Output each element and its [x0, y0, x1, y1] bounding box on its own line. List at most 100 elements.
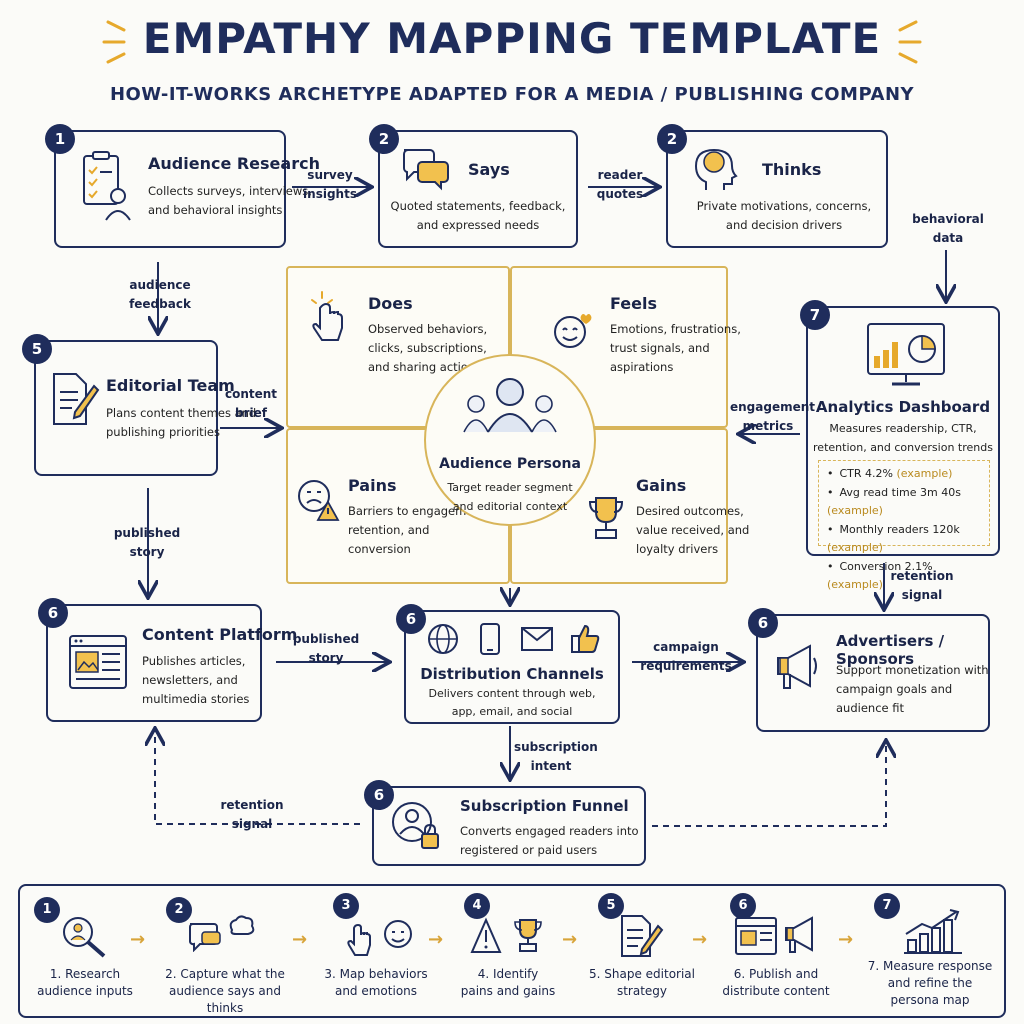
analytics-dashboard-desc-1: Measures readership, CTR, — [829, 422, 977, 435]
step-badge: 2 — [166, 897, 192, 923]
metric-item: CTR 4.2% (example) — [827, 465, 989, 484]
step-badge: 6 — [364, 780, 394, 810]
step-badge: 1 — [45, 124, 75, 154]
advertisers-box[interactable] — [756, 614, 990, 732]
monitor-chart-icon — [867, 323, 945, 386]
metric-item: Monthly readers 120k (example) — [827, 521, 989, 558]
gains-title: Gains — [636, 476, 687, 495]
warning-trophy-icon — [470, 917, 542, 953]
speech-bubbles-icon — [403, 149, 449, 191]
arrow-right-icon: → — [838, 929, 854, 950]
feels-title: Feels — [610, 294, 657, 313]
megaphone-icon — [777, 644, 817, 689]
distribution-channels-desc-2: app, email, and social — [451, 705, 573, 718]
step-badge: 4 — [464, 893, 490, 919]
content-platform-box[interactable] — [46, 604, 262, 722]
subscription-funnel-box[interactable] — [372, 786, 646, 866]
email-icon — [521, 627, 553, 651]
subscription-funnel-desc-2: registered or paid users — [460, 843, 598, 857]
does-desc-1: Observed behaviors, — [368, 322, 488, 336]
metric-item: Conversion 2.1% (example) — [827, 558, 989, 595]
thinks-desc-1: Private motivations, concerns, — [696, 199, 872, 213]
audience-research-title: Audience Research — [148, 154, 320, 173]
editorial-team-title: Editorial Team — [106, 376, 235, 395]
step-badge: 1 — [34, 897, 60, 923]
persona-title: Audience Persona — [439, 456, 581, 472]
smile-heart-icon — [554, 314, 592, 348]
step-badge: 5 — [22, 334, 52, 364]
advertisers-desc-1: Support monetization with — [836, 663, 989, 677]
page-subtitle: HOW-IT-WORKS ARCHETYPE ADAPTED FOR A MED… — [109, 84, 915, 105]
audience-research-box[interactable] — [54, 130, 286, 248]
trophy-icon — [588, 497, 624, 539]
content-platform-title: Content Platform — [142, 625, 298, 644]
says-title: Says — [468, 160, 510, 179]
pains-title: Pains — [348, 476, 397, 495]
browser-megaphone-icon — [735, 916, 813, 955]
step-badge: 6 — [730, 893, 756, 919]
thinking-head-icon — [694, 148, 738, 190]
step-badge: 2 — [369, 124, 399, 154]
browser-window-icon — [69, 635, 127, 689]
speech-thought-bubbles-icon — [189, 915, 255, 952]
thinks-box[interactable] — [666, 130, 888, 248]
feels-desc-2: trust signals, and — [610, 341, 710, 355]
subscription-funnel-title: Subscription Funnel — [460, 797, 629, 815]
gains-desc-3: loyalty drivers — [636, 542, 719, 556]
metrics-list: CTR 4.2% (example) Avg read time 3m 40s … — [818, 460, 990, 591]
distribution-channels-title: Distribution Channels — [420, 665, 604, 683]
gains-desc-1: Desired outcomes, — [636, 504, 744, 518]
says-desc-1: Quoted statements, feedback, — [390, 199, 566, 213]
magnifier-people-icon — [63, 917, 106, 958]
persona-desc-1: Target reader segment — [447, 481, 573, 494]
content-platform-desc-1: Publishes articles, — [142, 654, 246, 668]
metric-item: Avg read time 3m 40s (example) — [827, 484, 989, 521]
analytics-dashboard-desc-2: retention, and conversion trends — [813, 441, 993, 454]
sparkle-icon — [102, 20, 922, 64]
step-badge: 3 — [333, 893, 359, 919]
editorial-team-desc-1: Plans content themes and — [106, 406, 257, 420]
worried-face-warning-icon — [298, 480, 340, 521]
thinks-title: Thinks — [762, 160, 822, 179]
persona-group-icon — [463, 378, 557, 433]
step-badge: 2 — [657, 124, 687, 154]
step-badge: 6 — [396, 604, 426, 634]
says-box[interactable] — [378, 130, 578, 248]
document-pen-icon — [621, 915, 664, 957]
arrow-right-icon: → — [692, 929, 708, 950]
arrow-right-icon: → — [130, 929, 146, 950]
advertisers-desc-3: audience fit — [836, 701, 905, 715]
globe-icon — [428, 624, 458, 654]
analytics-dashboard-title: Analytics Dashboard — [815, 398, 991, 416]
step-badge: 6 — [748, 608, 778, 638]
content-platform-desc-3: multimedia stories — [142, 692, 250, 706]
thumbs-up-icon — [571, 624, 600, 653]
does-desc-3: and sharing actions — [368, 360, 482, 374]
document-pen-icon — [53, 373, 100, 425]
feels-desc-3: aspirations — [610, 360, 674, 374]
editorial-team-desc-2: publishing priorities — [106, 425, 220, 439]
arrow-right-icon: → — [428, 929, 444, 950]
audience-research-desc-1: Collects surveys, interviews, — [148, 184, 312, 198]
does-title: Does — [368, 294, 413, 313]
growth-chart-icon — [904, 909, 962, 954]
user-lock-icon — [392, 802, 439, 849]
arrow-right-icon: → — [292, 929, 308, 950]
editorial-team-box[interactable] — [34, 340, 218, 476]
advertisers-desc-2: campaign goals and — [836, 682, 953, 696]
